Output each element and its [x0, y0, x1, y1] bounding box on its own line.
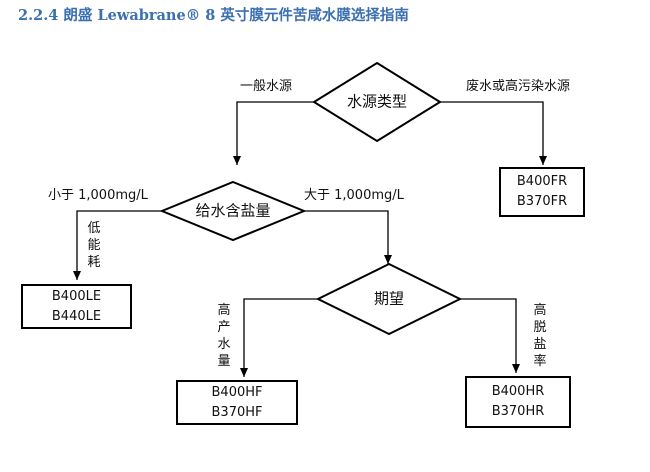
label-waste-water: 废水或高污染水源: [466, 79, 571, 94]
label-high-rejection: 高脱盐率: [533, 303, 547, 369]
product-box-le: B400LE B440LE: [21, 284, 132, 329]
arrow-high-production: [240, 298, 318, 377]
label-less-than: 小于 1,000mg/L: [48, 188, 148, 203]
decision-feed-salt: 给水含盐量: [195, 201, 271, 220]
arrow-less-than: [73, 210, 162, 280]
decision-water-source: 水源类型: [346, 92, 408, 111]
product-box-hf: B400HF B370HF: [176, 380, 298, 425]
product-b400hr: B400HR: [491, 384, 545, 399]
product-box-hr: B400HR B370HR: [465, 376, 571, 428]
product-b370fr: B370FR: [516, 194, 568, 209]
product-b400hf: B400HF: [211, 384, 263, 400]
label-high-production: 高产水量: [217, 303, 231, 369]
label-general-water: 一般水源: [240, 79, 293, 94]
product-b400le: B400LE: [51, 288, 102, 304]
page-title: 2.2.4 朗盛 Lewabrane® 8 英寸膜元件苦咸水膜选择指南: [18, 7, 409, 24]
diamond-water-source: [312, 61, 442, 143]
decision-expectation: 期望: [373, 289, 405, 308]
product-box-fr: B400FR B370FR: [499, 167, 585, 217]
arrow-high-rejection: [460, 298, 520, 373]
product-b370hr: B370HR: [491, 404, 545, 419]
product-b440le: B440LE: [51, 308, 102, 324]
label-low-energy: 低能耗: [87, 221, 101, 270]
label-greater-than: 大于 1,000mg/L: [304, 188, 404, 203]
arrow-greater-than: [304, 210, 392, 264]
product-b370hf: B370HF: [211, 404, 263, 420]
product-b400fr: B400FR: [516, 174, 568, 189]
arrow-general-water: [233, 101, 314, 165]
arrow-waste-water: [440, 101, 547, 165]
diamond-expectation: [315, 262, 463, 336]
diamond-feed-salt: [159, 180, 307, 242]
